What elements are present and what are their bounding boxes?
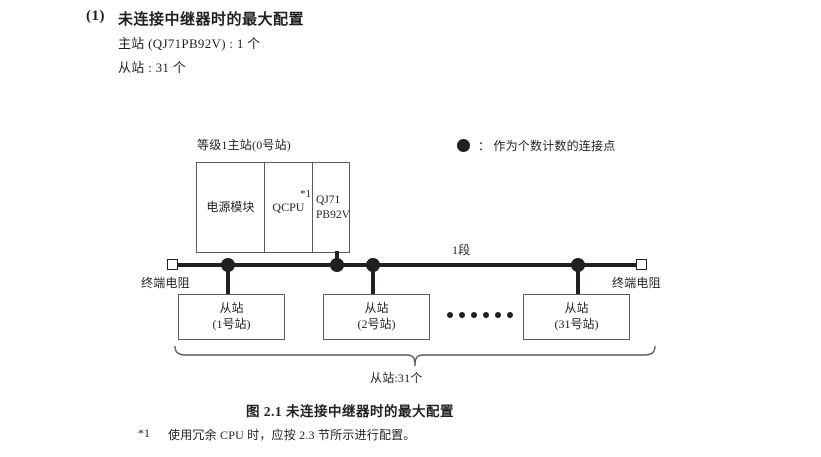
footnote-mark: *1 [138, 426, 150, 440]
page-title: 未连接中继器时的最大配置 [118, 12, 305, 28]
slave-station-number: (1号站) [212, 317, 251, 331]
network-module-label-line1: QJ71 [316, 194, 341, 207]
power-module-label: 电源模块 [206, 200, 255, 214]
connection-node-master [330, 258, 344, 272]
terminating-resistor-right-label: 终端电阻 [612, 276, 661, 290]
cpu-module-cell: QCPU *1 [263, 163, 312, 252]
heading-number: (1) [86, 8, 105, 24]
slave-group-brace [174, 345, 656, 367]
cpu-module-label: QCPU [272, 200, 305, 214]
spec-master-count: 主站 (QJ71PB92V) : 1 个 [118, 36, 261, 51]
cpu-footnote-mark: *1 [300, 188, 311, 200]
slave-station-number: (31号站) [554, 317, 599, 331]
slave-station-box: 从站 (1号站) [178, 294, 285, 340]
drop-line-slave-2 [371, 263, 375, 296]
power-module-cell: 电源模块 [197, 163, 264, 252]
bus-trunk-line [172, 263, 642, 267]
slave-group-total-label: 从站:31个 [370, 371, 423, 385]
slave-station-number: (2号站) [357, 317, 396, 331]
slave-station-name: 从站 [564, 301, 589, 316]
slave-station-name: 从站 [219, 301, 244, 316]
slave-station-text: 从站 (2号站) [358, 301, 396, 332]
network-module-label: QJ71 PB92V [316, 193, 350, 222]
segment-label: 1段 [452, 243, 471, 257]
terminating-resistor-left-label: 终端电阻 [141, 276, 190, 290]
dot-icon [457, 139, 470, 152]
drop-line-slave-1 [226, 263, 230, 296]
slave-station-text: 从站 (1号站) [213, 301, 251, 332]
slave-station-text: 从站 (31号站) [555, 301, 599, 332]
footnote-text: 使用冗余 CPU 时，应按 2.3 节所示进行配置。 [168, 428, 416, 442]
terminating-resistor-left-icon [167, 259, 178, 270]
network-module-label-line2: PB92V [316, 208, 350, 221]
master-station-label: 等级1主站(0号站) [197, 138, 291, 152]
connection-node-slave-1 [221, 258, 235, 272]
spec-slave-count: 从站 : 31 个 [118, 60, 187, 75]
legend-label: ： 作为个数计数的连接点 [478, 139, 616, 153]
connection-node-slave-31 [571, 258, 585, 272]
slave-station-name: 从站 [364, 301, 389, 316]
master-module-assembly: 电源模块 QCPU *1 QJ71 PB92V [196, 162, 350, 253]
drop-line-slave-31 [576, 263, 580, 296]
terminating-resistor-right-icon [636, 259, 647, 270]
network-module-cell: QJ71 PB92V [312, 163, 350, 252]
figure-caption: 图 2.1 未连接中继器时的最大配置 [245, 404, 455, 419]
slave-station-box: 从站 (31号站) [523, 294, 630, 340]
slave-station-box: 从站 (2号站) [323, 294, 430, 340]
connection-node-slave-2 [366, 258, 380, 272]
ellipsis-dots-icon [447, 312, 513, 318]
